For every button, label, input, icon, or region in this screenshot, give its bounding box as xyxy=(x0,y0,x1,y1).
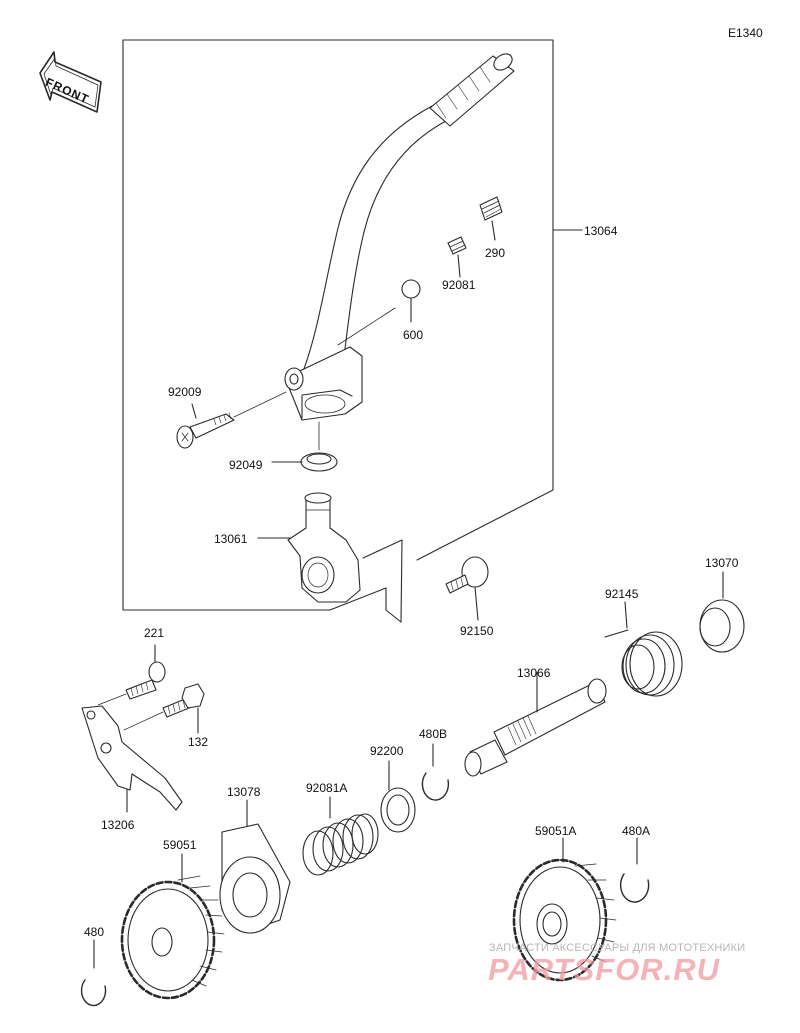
label-13064: 13064 xyxy=(584,224,618,238)
label-480A: 480A xyxy=(622,824,651,838)
part-480-circlip xyxy=(80,939,107,1007)
watermark-tagline: ЗАПЧАСТИ АКСЕССУАРЫ ДЛЯ МОТОТЕХНИКИ xyxy=(489,942,746,954)
part-59051A-gear xyxy=(512,837,617,982)
label-92081: 92081 xyxy=(442,278,476,292)
label-92009: 92009 xyxy=(168,385,202,399)
label-92049: 92049 xyxy=(229,458,263,472)
part-92150-bolt xyxy=(445,556,489,621)
label-13070: 13070 xyxy=(705,556,739,570)
label-13061: 13061 xyxy=(214,532,248,546)
front-arrow-icon xyxy=(39,51,102,113)
part-132-bolt xyxy=(123,683,205,734)
label-13078: 13078 xyxy=(227,785,261,799)
label-59051: 59051 xyxy=(163,838,197,852)
part-221-bolt xyxy=(97,644,166,706)
label-600: 600 xyxy=(403,328,424,342)
label-92200: 92200 xyxy=(370,744,404,758)
part-480B-circlip xyxy=(421,743,450,801)
part-480A-circlip xyxy=(619,837,650,903)
watermark-logo: PARTSFOR.RU xyxy=(488,952,721,987)
part-92081-spring xyxy=(447,236,467,278)
part-92009-bolt xyxy=(176,391,287,449)
part-59051-gear xyxy=(120,853,225,1000)
label-221: 221 xyxy=(144,626,165,640)
kick-pedal-assembly-frame xyxy=(122,39,583,623)
part-290-plug xyxy=(479,196,503,241)
part-92081A-spring xyxy=(302,796,379,876)
part-13061-boss xyxy=(257,492,361,603)
label-13066: 13066 xyxy=(517,666,551,680)
diagram-code: E1340 xyxy=(728,26,763,40)
label-480B: 480B xyxy=(419,727,448,741)
part-13066-shaft xyxy=(464,671,607,777)
part-600-ball xyxy=(401,279,421,323)
label-59051A: 59051A xyxy=(535,824,577,838)
part-13206-plate xyxy=(81,705,183,813)
part-92200-washer xyxy=(380,760,416,833)
part-13078-ratchet xyxy=(219,799,291,934)
label-92150: 92150 xyxy=(460,624,494,638)
part-92145-spring xyxy=(604,601,683,697)
part-13070-collar xyxy=(699,571,745,653)
label-92145: 92145 xyxy=(605,587,639,601)
label-92081A: 92081A xyxy=(306,781,348,795)
label-13206: 13206 xyxy=(101,818,135,832)
label-480: 480 xyxy=(84,925,105,939)
label-290: 290 xyxy=(485,246,506,260)
kick-pedal-lever xyxy=(284,53,515,421)
label-132: 132 xyxy=(188,735,209,749)
part-92049-washer xyxy=(271,421,338,472)
